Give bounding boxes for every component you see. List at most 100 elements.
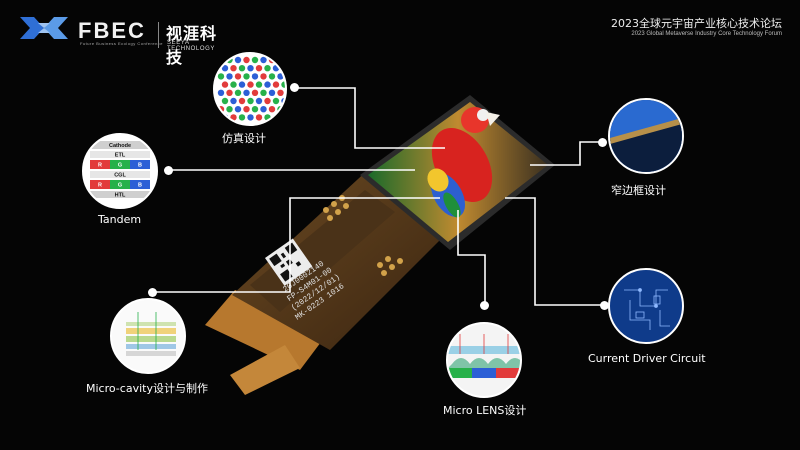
subpixel-dot bbox=[238, 65, 246, 72]
subpixel-dot bbox=[247, 97, 254, 105]
connector-dot bbox=[290, 83, 299, 92]
subpixel-dot bbox=[272, 97, 280, 105]
micro-cavity-icon bbox=[112, 300, 184, 372]
rgb-label: B bbox=[138, 183, 142, 189]
company-name-en: SEEYA TECHNOLOGY bbox=[167, 40, 216, 52]
subpixel-dot bbox=[234, 89, 242, 96]
subpixel-dot bbox=[226, 89, 233, 96]
subpixel-dot bbox=[243, 56, 250, 64]
subpixel-dot bbox=[255, 81, 263, 88]
rgb-label: G bbox=[118, 163, 122, 169]
subpixel-dot bbox=[264, 65, 271, 72]
tandem-layer-label: Cathode bbox=[109, 143, 131, 149]
subpixel-dot bbox=[221, 81, 229, 88]
fbec-logo-icon bbox=[20, 17, 68, 39]
subpixel-dot bbox=[217, 89, 225, 96]
rgb-label: B bbox=[138, 163, 142, 169]
subpixel-dot bbox=[230, 81, 237, 88]
subpixel-dot bbox=[230, 65, 237, 72]
header-logo-group: FBEC Future Business Ecology Conference … bbox=[18, 10, 228, 67]
subpixel-dot bbox=[247, 81, 254, 88]
subpixel-dot bbox=[264, 81, 271, 88]
bezel-closeup-icon bbox=[610, 100, 682, 172]
subpixel-dot bbox=[238, 81, 246, 88]
connector-dot bbox=[480, 301, 489, 310]
rgb-label: R bbox=[98, 183, 102, 189]
subpixel-dot bbox=[243, 73, 250, 80]
subpixel-dot bbox=[264, 97, 271, 105]
subpixel-dot bbox=[247, 114, 254, 121]
micro-lens-circle bbox=[446, 322, 522, 398]
narrow-bezel-label: 窄边框设计 bbox=[611, 184, 666, 197]
tandem-circle: Cathode ETL R G B CGL R G B HTL bbox=[82, 133, 158, 209]
circuit-schematic-icon bbox=[624, 288, 670, 330]
subpixel-dot bbox=[251, 89, 259, 96]
subpixel-dot bbox=[277, 89, 284, 96]
subpixel-dot bbox=[234, 56, 242, 64]
subpixel-dot bbox=[226, 106, 233, 113]
subpixel-dot bbox=[255, 97, 263, 105]
subpixel-dot bbox=[243, 106, 250, 113]
connector-lines bbox=[152, 87, 605, 306]
subpixel-dot bbox=[251, 56, 259, 64]
micro-cavity-circle bbox=[110, 298, 186, 374]
company-name-cn: 视涯科技 bbox=[166, 24, 218, 67]
subpixel-dot bbox=[268, 106, 276, 113]
fbec-logo-subtext: Future Business Ecology Conference bbox=[80, 41, 164, 46]
subpixel-dot bbox=[247, 65, 254, 72]
subpixel-dot bbox=[255, 114, 263, 121]
tandem-layer-label: CGL bbox=[114, 173, 126, 179]
subpixel-dot bbox=[264, 114, 271, 121]
current-driver-circle bbox=[608, 268, 684, 344]
tandem-stack-icon: Cathode ETL R G B CGL R G B HTL bbox=[90, 141, 150, 199]
subpixel-dot bbox=[234, 106, 242, 113]
subpixel-dot bbox=[251, 106, 259, 113]
rgb-label: G bbox=[118, 183, 122, 189]
subpixel-dot bbox=[217, 73, 225, 80]
subpixel-dot bbox=[277, 73, 284, 80]
subpixel-dot bbox=[230, 114, 237, 121]
pixel-pattern-icon bbox=[217, 56, 285, 121]
subpixel-dot bbox=[260, 73, 267, 80]
tandem-layer-label: ETL bbox=[115, 153, 126, 159]
logo-divider bbox=[158, 22, 159, 48]
subpixel-dot bbox=[255, 65, 263, 72]
connector-dot bbox=[148, 288, 157, 297]
connector-dot bbox=[600, 301, 609, 310]
subpixel-dot bbox=[221, 97, 229, 105]
subpixel-dot bbox=[221, 65, 229, 72]
subpixel-dot bbox=[260, 56, 267, 64]
connector-dot bbox=[598, 138, 607, 147]
narrow-bezel-circle bbox=[608, 98, 684, 174]
subpixel-dot bbox=[251, 73, 259, 80]
subpixel-dot bbox=[272, 65, 280, 72]
rgb-label: R bbox=[98, 163, 102, 169]
subpixel-dot bbox=[230, 97, 237, 105]
micro-lens-icon bbox=[448, 324, 520, 396]
subpixel-dot bbox=[238, 114, 246, 121]
subpixel-dot bbox=[260, 89, 267, 96]
current-driver-label: Current Driver Circuit bbox=[588, 352, 706, 365]
connector-dot bbox=[164, 166, 173, 175]
simulation-design-label: 仿真设计 bbox=[222, 132, 266, 145]
tandem-layer-label: HTL bbox=[115, 193, 126, 199]
subpixel-dot bbox=[238, 97, 246, 105]
gold-pads bbox=[323, 195, 403, 276]
subpixel-dot bbox=[243, 89, 250, 96]
simulation-design-circle bbox=[213, 52, 287, 126]
subpixel-dot bbox=[268, 73, 276, 80]
qr-code bbox=[265, 238, 313, 286]
forum-title-en: 2023 Global Metaverse Industry Core Tech… bbox=[631, 31, 782, 37]
subpixel-dot bbox=[272, 81, 280, 88]
tandem-label: Tandem bbox=[98, 213, 142, 226]
subpixel-dot bbox=[268, 89, 276, 96]
subpixel-dot bbox=[234, 73, 242, 80]
fbec-logo-text: FBEC bbox=[78, 18, 146, 43]
forum-title-cn: 2023全球元宇宙产业核心技术论坛 bbox=[611, 17, 782, 30]
micro-lens-label: Micro LENS设计 bbox=[443, 404, 527, 417]
display-screen bbox=[368, 102, 548, 242]
subpixel-dot bbox=[281, 81, 285, 88]
subpixel-dot bbox=[226, 73, 233, 80]
subpixel-dot bbox=[260, 106, 267, 113]
